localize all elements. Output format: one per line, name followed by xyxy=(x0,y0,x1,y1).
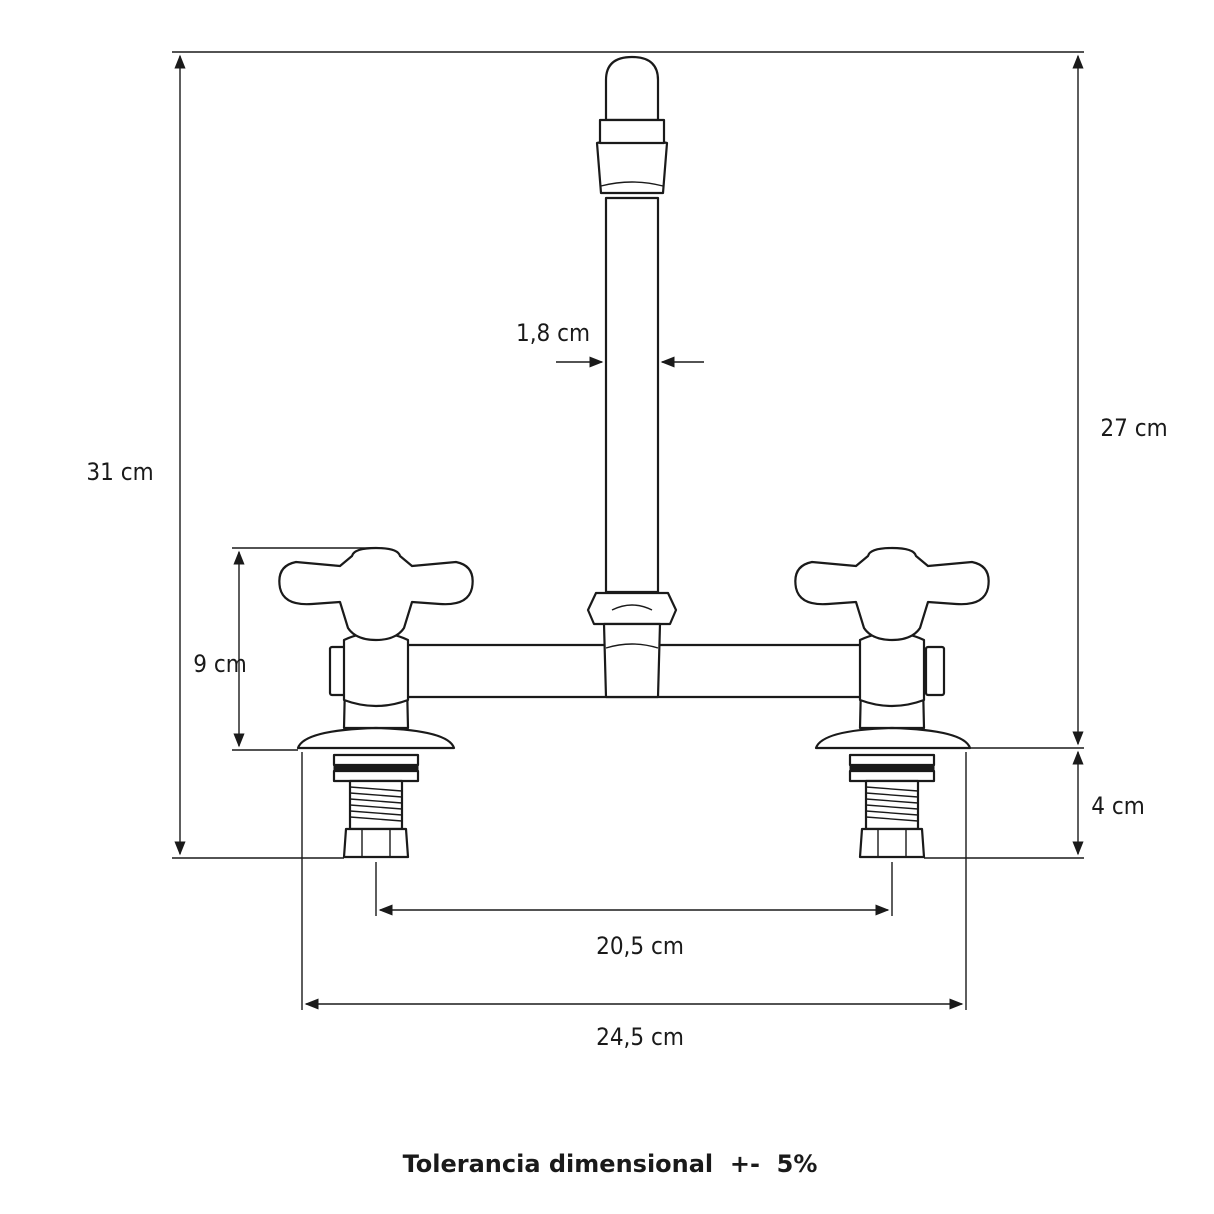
handle-height-label: 9 cm xyxy=(193,650,247,678)
overall-width-label: 24,5 cm xyxy=(596,1023,684,1051)
tolerance-note: Tolerancia dimensional +- 5% xyxy=(403,1150,818,1178)
left-valve xyxy=(278,546,474,859)
spout xyxy=(586,55,678,699)
shank-length-label: 4 cm xyxy=(1091,792,1145,820)
faucet-body xyxy=(278,55,990,859)
right-valve xyxy=(794,546,990,859)
total-height-label: 31 cm xyxy=(86,458,153,486)
dimension-lines xyxy=(172,51,1084,1010)
spout-diameter-label: 1,8 cm xyxy=(516,319,590,347)
center-distance-label: 20,5 cm xyxy=(596,932,684,960)
spout-height-label: 27 cm xyxy=(1100,414,1167,442)
